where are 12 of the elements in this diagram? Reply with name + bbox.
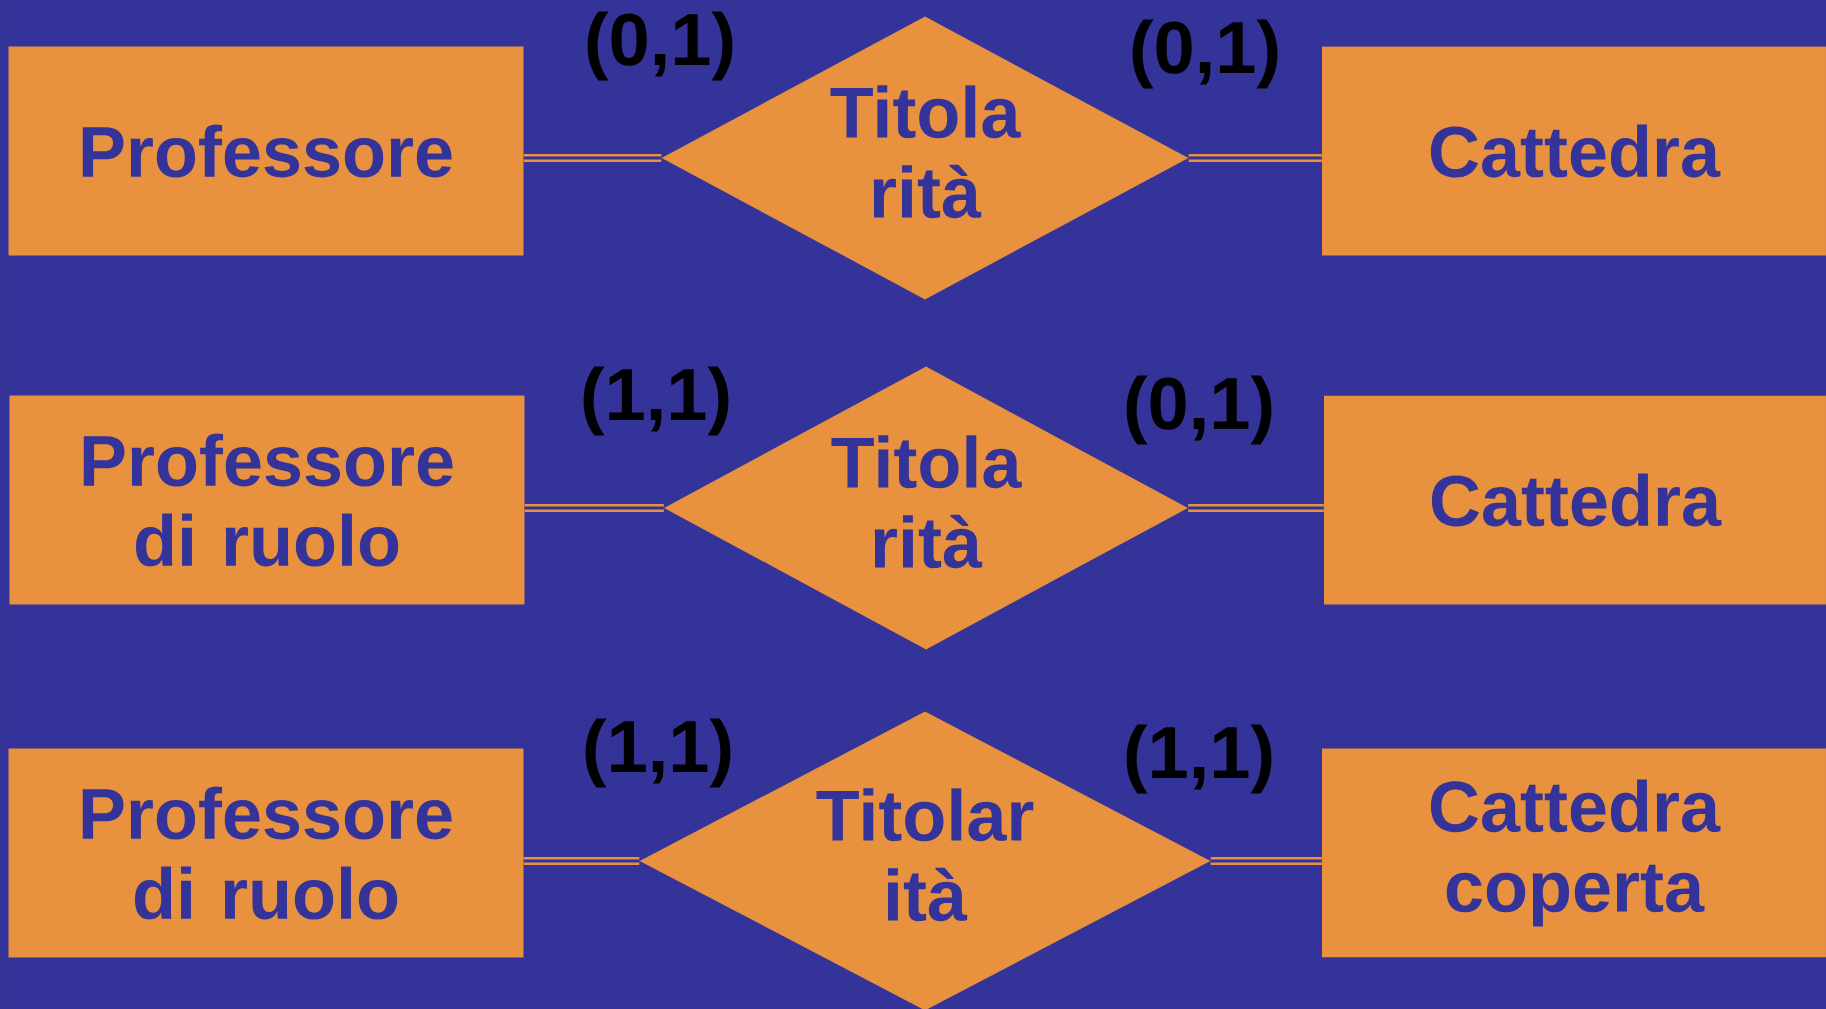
connector-line: [1188, 504, 1324, 512]
connector-line: [523, 857, 640, 865]
entity-box: Cattedra coperta: [1322, 748, 1826, 958]
connector-line: [523, 154, 662, 162]
connector-line: [524, 504, 664, 512]
connector-line: [1210, 857, 1322, 865]
entity-box: Professore di ruolo: [8, 748, 524, 958]
entity-box: Cattedra: [1322, 46, 1826, 256]
connector-line: [1188, 154, 1322, 162]
entity-box: Professore: [8, 46, 524, 256]
entity-box: Professore di ruolo: [9, 395, 525, 605]
entity-box: Cattedra: [1324, 395, 1826, 605]
